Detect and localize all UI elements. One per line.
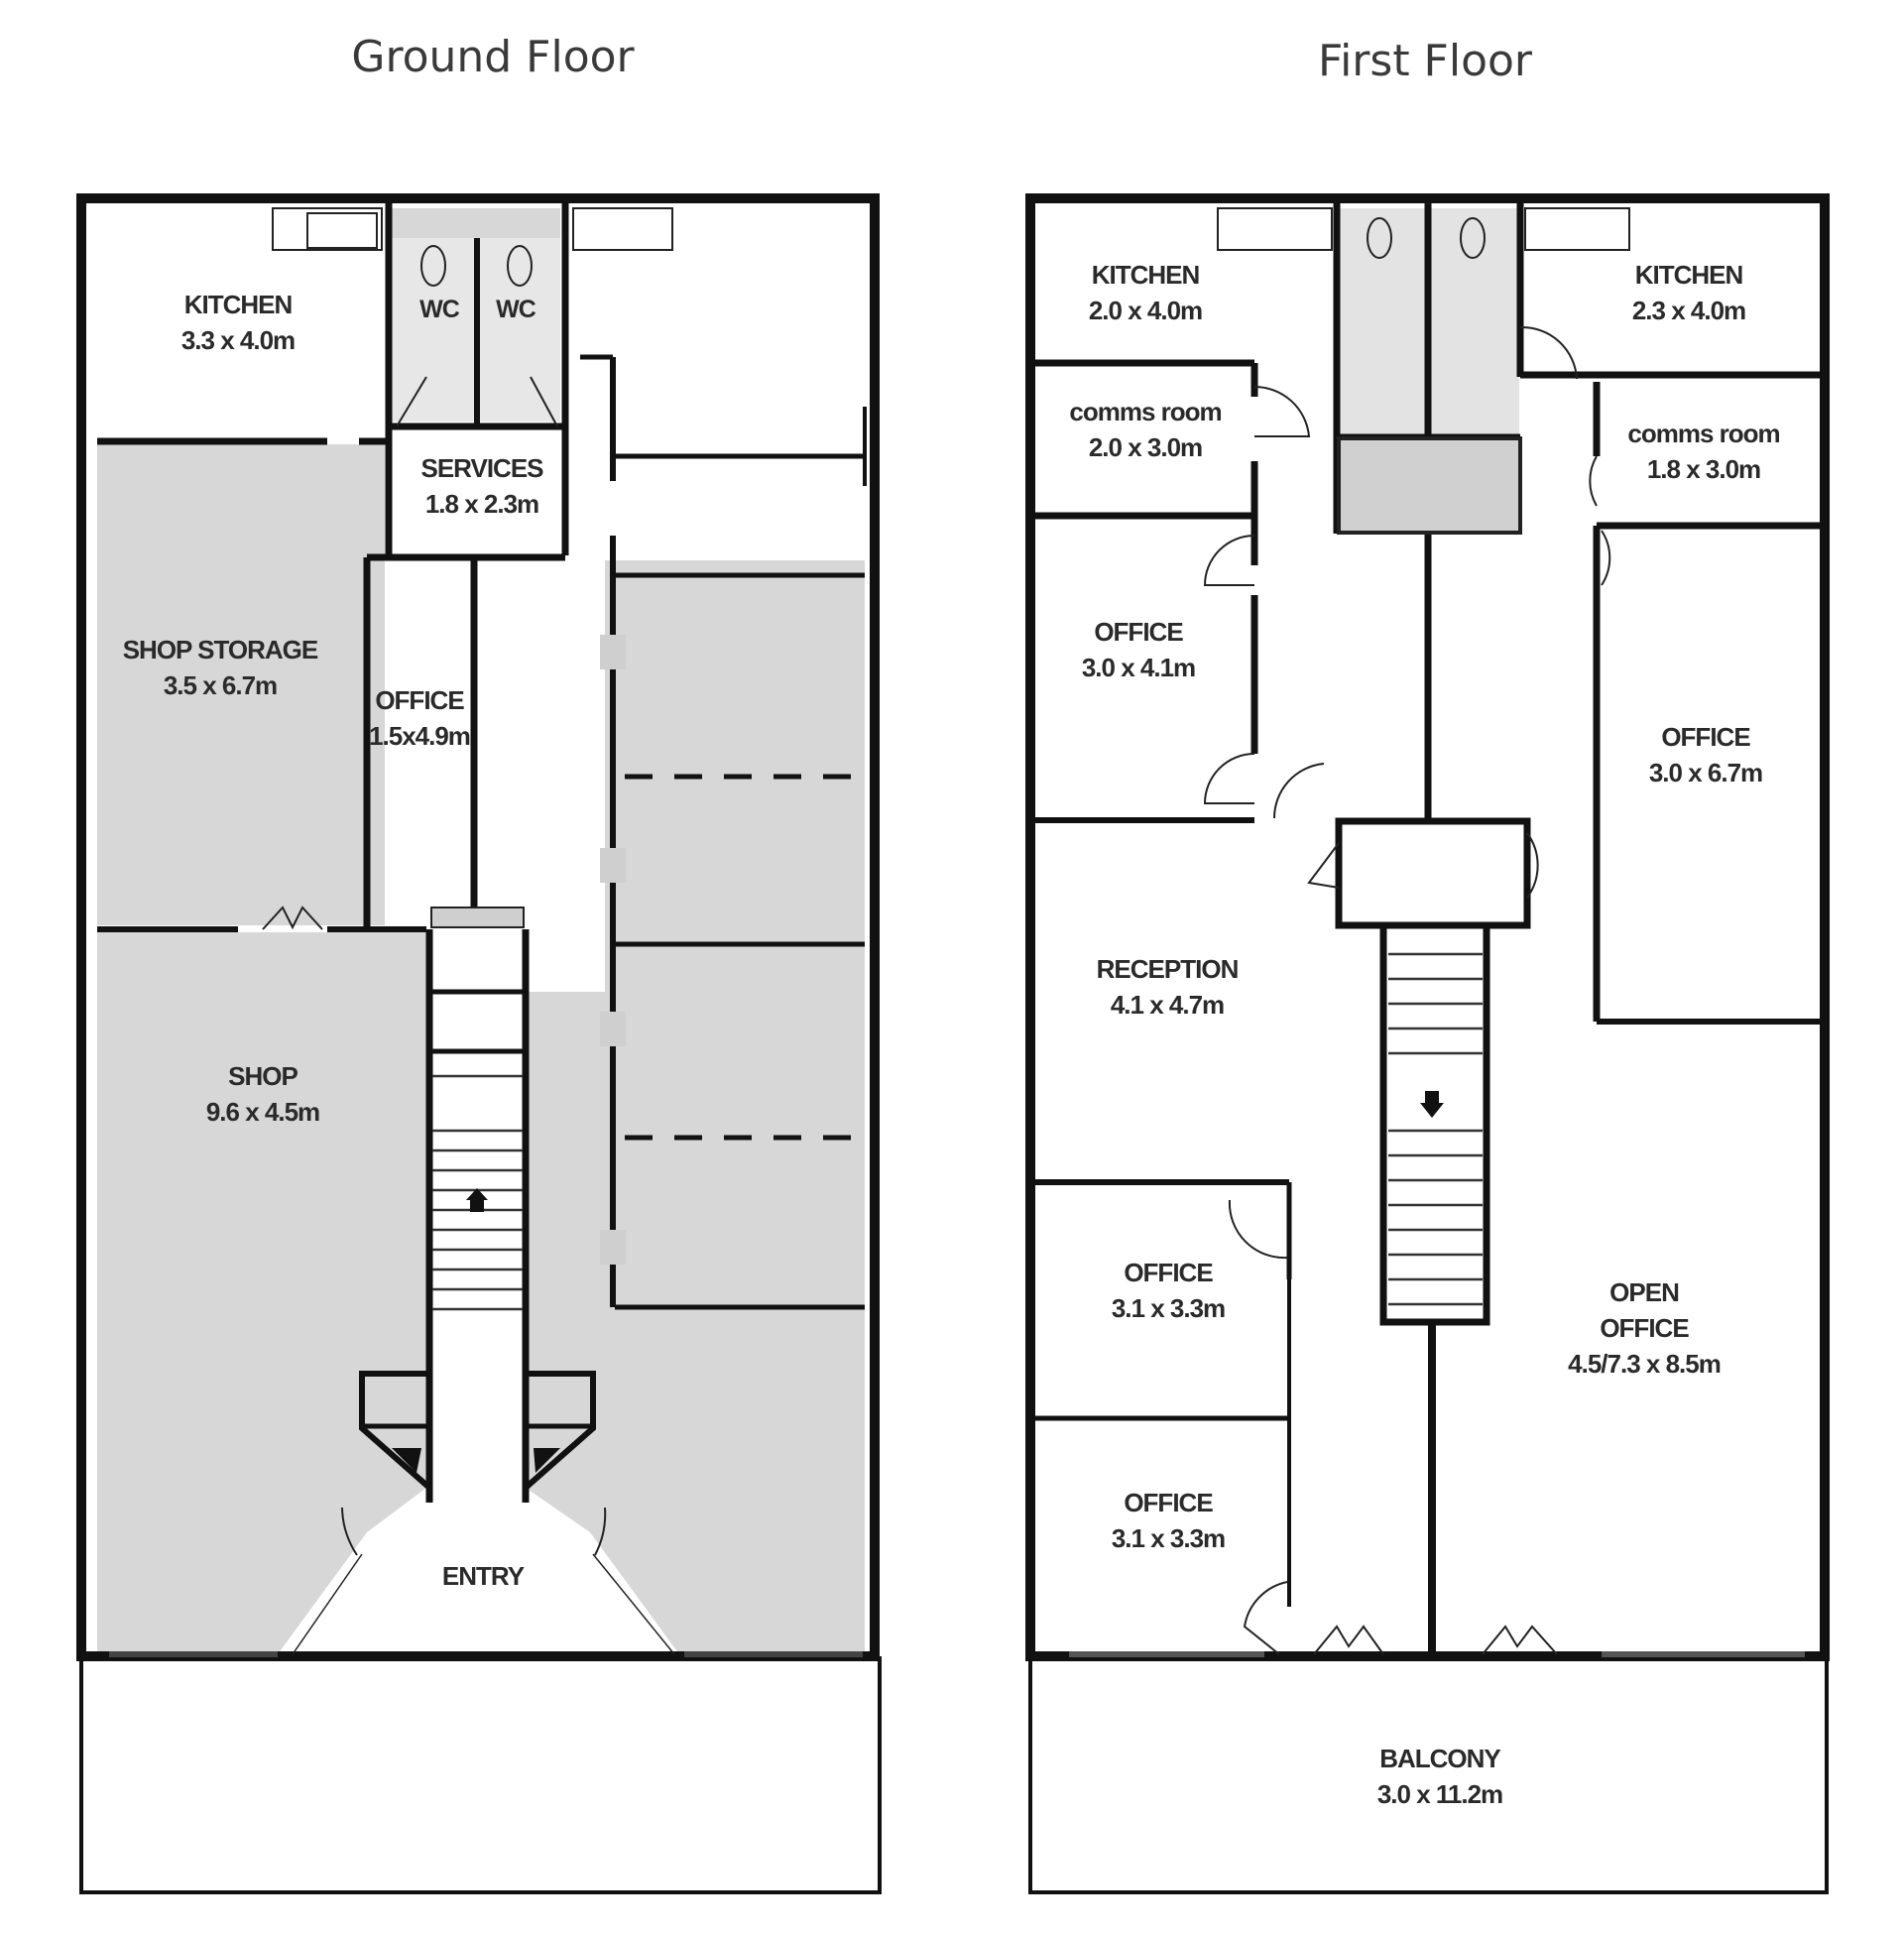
- room-size-office-c: 3.1 x 3.3m: [1112, 1293, 1225, 1323]
- room-label-office-d: OFFICE: [1124, 1488, 1213, 1517]
- room-label-services: SERVICES: [420, 453, 543, 483]
- shop-storage-floor: [97, 444, 385, 925]
- room-label-office-b: OFFICE: [1661, 722, 1750, 752]
- room-size-office-b: 3.0 x 6.7m: [1649, 758, 1762, 787]
- stair-landing: [1335, 817, 1531, 929]
- room-label-wc-2: WC: [496, 296, 536, 323]
- stair-down-arrow-icon: [1420, 1091, 1444, 1118]
- room-size-office-d: 3.1 x 3.3m: [1112, 1523, 1225, 1553]
- room-size-reception: 4.1 x 4.7m: [1111, 990, 1224, 1020]
- room-size-kitchen-right: 2.3 x 4.0m: [1632, 296, 1745, 325]
- room-label-open: OPEN: [1609, 1277, 1679, 1307]
- room-label-office: OFFICE: [375, 685, 464, 715]
- ground-outer-wall: [76, 193, 880, 1661]
- ground-stair: [432, 1074, 523, 1311]
- room-label-entry: ENTRY: [442, 1561, 525, 1591]
- ground-forecourt-outline: [79, 1656, 882, 1894]
- highlight-block: [625, 1036, 828, 1126]
- room-size-open-office: 4.5/7.3 x 8.5m: [1568, 1349, 1721, 1379]
- first-floor-title: First Floor: [1318, 36, 1533, 86]
- shop-floor: [97, 932, 426, 1654]
- room-size-shop: 9.6 x 4.5m: [206, 1097, 319, 1127]
- room-label-open-office: OFFICE: [1600, 1313, 1689, 1343]
- wc-shelf: [392, 208, 560, 238]
- first-stair: [1379, 921, 1490, 1326]
- room-size-office-a: 3.0 x 4.1m: [1082, 653, 1195, 682]
- first-outer-wall: [1025, 193, 1830, 1661]
- room-size-comms-left: 2.0 x 3.0m: [1089, 432, 1202, 462]
- room-size-kitchen: 3.3 x 4.0m: [181, 325, 295, 355]
- room-label-balcony: BALCONY: [1379, 1744, 1500, 1773]
- balcony-outline: [1028, 1656, 1829, 1894]
- room-size-shop-storage: 3.5 x 6.7m: [164, 670, 277, 700]
- room-label-comms-left: comms room: [1069, 397, 1221, 426]
- room-label-office-a: OFFICE: [1094, 617, 1183, 647]
- room-label-kitchen: KITCHEN: [184, 290, 293, 319]
- ground-floor-plan: KITCHEN 3.3 x 4.0m WC WC SERVICES 1.8 x …: [76, 193, 882, 1894]
- room-size-services: 1.8 x 2.3m: [425, 489, 538, 519]
- room-size-office: 1.5x4.9m: [369, 721, 470, 751]
- room-label-shop-storage: SHOP STORAGE: [123, 635, 318, 665]
- room-size-kitchen-left: 2.0 x 4.0m: [1089, 296, 1202, 325]
- room-size-balcony: 3.0 x 11.2m: [1377, 1779, 1502, 1809]
- room-label-office-c: OFFICE: [1124, 1258, 1213, 1287]
- room-size-comms-right: 1.8 x 3.0m: [1647, 454, 1760, 484]
- room-label-kitchen-left: KITCHEN: [1092, 260, 1200, 290]
- room-label-comms-right: comms room: [1627, 419, 1779, 448]
- room-label-kitchen-right: KITCHEN: [1635, 260, 1743, 290]
- ground-floor-title: Ground Floor: [351, 32, 635, 82]
- first-floor-plan: KITCHEN 2.0 x 4.0m KITCHEN 2.3 x 4.0m co…: [1025, 193, 1830, 1894]
- room-label-shop: SHOP: [228, 1061, 298, 1091]
- room-label-wc-1: WC: [419, 296, 460, 323]
- room-label-reception: RECEPTION: [1097, 954, 1239, 984]
- stair-up-arrow-icon: [466, 1188, 488, 1212]
